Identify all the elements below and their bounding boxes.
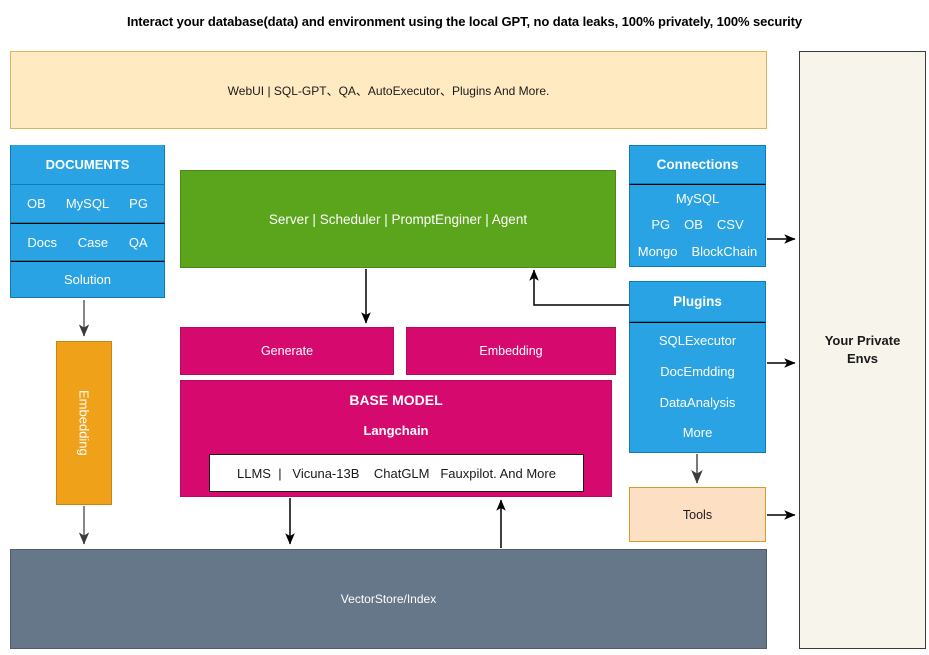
base-model-title: BASE MODEL	[349, 392, 443, 408]
connection-mysql[interactable]: MySQL	[675, 190, 720, 206]
server-block: Server | Scheduler | PromptEnginer | Age…	[180, 170, 616, 268]
connection-blockchain[interactable]: BlockChain	[691, 243, 758, 259]
generate-block: Generate	[180, 327, 394, 375]
connections-group: Connections MySQL PG OB CSV Mongo BlockC…	[629, 145, 766, 267]
documents-solution-row: Solution	[10, 261, 165, 298]
private-envs-line1: Your Private	[824, 333, 901, 349]
vectorstore-label: VectorStore/Index	[340, 592, 437, 606]
documents-type-qa[interactable]: QA	[128, 234, 148, 250]
connection-mongo[interactable]: Mongo	[637, 243, 678, 259]
server-label: Server | Scheduler | PromptEnginer | Age…	[268, 211, 528, 227]
tools-block: Tools	[629, 487, 766, 542]
plugin-sqlexecutor[interactable]: SQLExecutor	[658, 333, 737, 349]
plugins-list: SQLExecutor DocEmdding DataAnalysis More	[629, 322, 766, 453]
documents-group: DOCUMENTS OB MySQL PG Docs Case QA Solut…	[10, 145, 165, 298]
llm-chatglm[interactable]: ChatGLM	[373, 465, 430, 481]
connection-ob[interactable]: OB	[684, 217, 703, 233]
embedding-label: Embedding	[479, 344, 543, 358]
plugin-docemdding[interactable]: DocEmdding	[660, 363, 735, 379]
base-model-subtitle: Langchain	[363, 423, 429, 438]
documents-solution-label[interactable]: Solution	[64, 272, 111, 287]
connections-line-3: Mongo BlockChain	[638, 239, 758, 266]
plugins-group: Plugins SQLExecutor DocEmdding DataAnaly…	[629, 281, 766, 453]
documents-source-ob[interactable]: OB	[27, 196, 46, 211]
plugins-header: Plugins	[629, 281, 766, 322]
tools-label: Tools	[682, 507, 713, 522]
vectorstore-block: VectorStore/Index	[10, 549, 767, 649]
llms-prefix: LLMS |	[237, 465, 282, 481]
documents-source-pg[interactable]: PG	[129, 196, 148, 211]
private-envs-panel: Your Private Envs	[799, 51, 926, 649]
embedding-block: Embedding	[406, 327, 616, 375]
connection-pg[interactable]: PG	[651, 217, 671, 233]
llm-vicuna[interactable]: Vicuna-13B	[292, 465, 360, 481]
documents-types-row: Docs Case QA	[10, 223, 165, 261]
private-envs-line2: Envs	[846, 351, 879, 366]
documents-source-mysql[interactable]: MySQL	[65, 196, 110, 211]
connection-csv[interactable]: CSV	[716, 217, 744, 233]
plugins-header-label: Plugins	[673, 294, 722, 309]
documents-header-label: DOCUMENTS	[45, 157, 130, 172]
connections-header-label: Connections	[656, 157, 739, 172]
documents-header: DOCUMENTS	[10, 145, 165, 185]
documents-type-case[interactable]: Case	[77, 234, 109, 250]
connections-list: MySQL PG OB CSV Mongo BlockChain	[629, 184, 766, 267]
page-title: Interact your database(data) and environ…	[126, 14, 803, 29]
connections-line-2: PG OB CSV	[651, 212, 743, 239]
documents-sources-row: OB MySQL PG	[10, 185, 165, 223]
arrow-plugins-to-server	[529, 269, 629, 306]
embedding-vertical-block: Embedding	[56, 341, 112, 505]
embedding-vertical-label: Embedding	[76, 390, 92, 456]
connections-header: Connections	[629, 145, 766, 184]
generate-label: Generate	[260, 344, 314, 358]
base-model-block: BASE MODEL Langchain LLMS | Vicuna-13B C…	[180, 380, 612, 497]
connections-line-1: MySQL	[676, 186, 719, 213]
llm-fauxpilot[interactable]: Fauxpilot. And More	[440, 465, 556, 481]
webui-label: WebUI | SQL-GPT、QA、AutoExecutor、Plugins …	[227, 83, 550, 98]
webui-banner: WebUI | SQL-GPT、QA、AutoExecutor、Plugins …	[10, 51, 767, 129]
plugin-dataanalysis[interactable]: DataAnalysis	[659, 394, 736, 410]
documents-type-docs[interactable]: Docs	[27, 234, 57, 250]
llms-box: LLMS | Vicuna-13B ChatGLM Fauxpilot. And…	[209, 454, 584, 492]
plugin-more[interactable]: More	[682, 425, 713, 441]
